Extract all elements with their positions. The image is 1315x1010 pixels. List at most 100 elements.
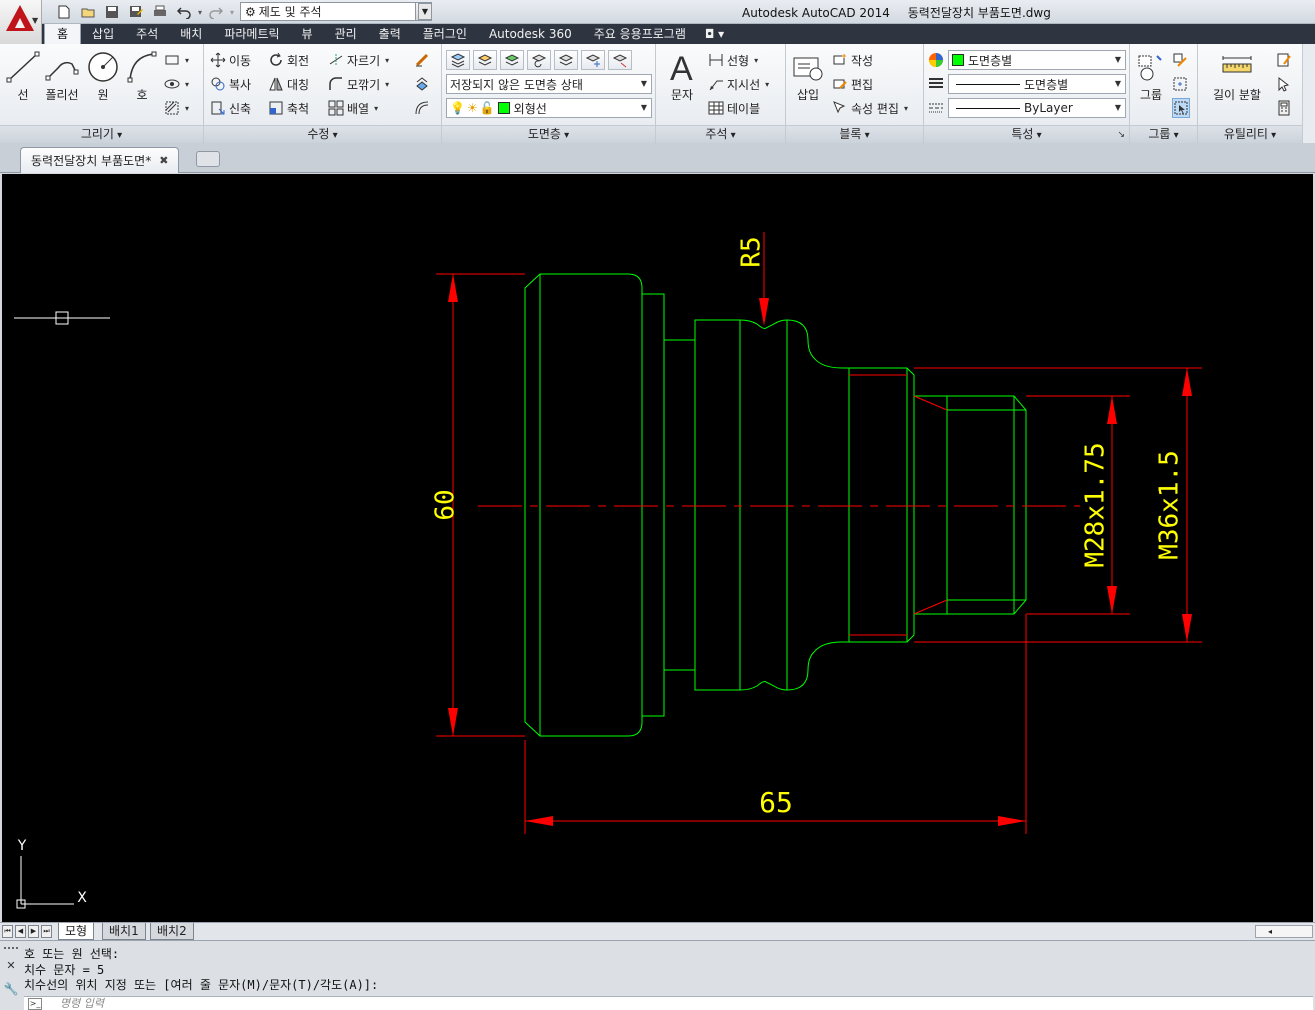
command-input[interactable]: >_ 명령 입력 [24,996,1313,1010]
edit-block-button[interactable]: 편집 [832,74,873,94]
quick-select-button[interactable] [1276,50,1292,70]
panel-title-block[interactable]: 블록 [786,125,923,143]
layer-properties-icon[interactable] [446,50,470,70]
workspace-selector[interactable]: ⚙ 제도 및 주석 ▼ [240,2,432,21]
panel-title-utilities[interactable]: 유틸리티 [1198,125,1302,143]
fillet-button[interactable]: 모깎기▾ [328,74,389,94]
calculator-button[interactable] [1276,98,1292,118]
drawing-svg[interactable]: 60 65 R5 M28x1.75 M36x1.5 Y [2,174,1313,922]
ribbon-scroll-button[interactable] [1302,44,1315,143]
tab-plugins[interactable]: 플러그인 [422,27,467,41]
new-icon[interactable] [54,3,74,21]
application-menu-button[interactable]: ▼ [0,0,42,44]
select-all-button[interactable] [1276,74,1292,94]
layer-state-dropdown[interactable]: 저장되지 않은 도면층 상태 ▼ [446,74,652,94]
open-icon[interactable] [78,3,98,21]
arc-button[interactable]: 호 [122,48,162,106]
layer-previous-icon[interactable] [527,50,551,70]
layer-freeze-icon[interactable] [581,50,605,70]
new-tab-button[interactable] [196,151,220,167]
tab-layout1[interactable]: 배치1 [102,923,146,940]
first-tab-icon[interactable]: ⏮ [2,925,13,938]
last-tab-icon[interactable]: ⏭ [41,925,52,938]
tab-layout[interactable]: 배치 [180,27,203,41]
layer-off-icon[interactable] [608,50,632,70]
rotate-button[interactable]: 회전 [268,50,309,70]
explode-button[interactable] [414,74,430,94]
layer-match-icon[interactable] [500,50,524,70]
hatch-button[interactable]: ▾ [164,74,189,94]
tab-home[interactable]: 홈 [44,24,82,44]
mirror-button[interactable]: 대칭 [268,74,309,94]
circle-button[interactable]: 원 [83,48,123,106]
save-as-icon[interactable] [126,3,146,21]
next-tab-icon[interactable]: ▶ [28,925,39,938]
linear-dim-button[interactable]: 선형▾ [708,50,758,70]
array-button[interactable]: 배열▾ [328,98,378,118]
text-button[interactable]: A 문자 [662,48,702,106]
tab-annotate[interactable]: 주석 [136,27,159,41]
group-selection-toggle[interactable] [1172,98,1190,118]
qat-customize-icon[interactable]: ▼ [418,3,432,20]
current-layer-name: 외형선 [513,101,547,116]
copy-button[interactable]: 복사 [210,74,251,94]
panel-title-layers[interactable]: 도면층 [442,125,655,143]
scale-button[interactable]: 축척 [268,98,309,118]
trim-button[interactable]: 자르기▾ [328,50,389,70]
offset-button[interactable] [414,98,430,118]
line-button[interactable]: 선 [3,48,43,106]
lineweight-dropdown[interactable]: ByLayer ▼ [948,98,1126,118]
save-icon[interactable] [102,3,122,21]
tab-view[interactable]: 뷰 [301,27,313,41]
polyline-button[interactable]: 폴리선 [42,48,82,106]
linetype-dropdown[interactable]: 도면층별 ▼ [948,74,1126,94]
move-button[interactable]: 이동 [210,50,251,70]
group-button[interactable]: 그룹 [1132,48,1170,106]
tab-parametric[interactable]: 파라메트릭 [224,27,280,41]
color-dropdown[interactable]: 도면층별 ▼ [948,50,1126,70]
panel-title-draw[interactable]: 그리기 [0,125,203,143]
layer-make-current-icon[interactable] [473,50,497,70]
match-properties-button[interactable] [928,50,944,70]
panel-launcher-icon[interactable]: ↘ [1117,130,1125,140]
group-edit-button[interactable] [1172,74,1188,94]
edit-attributes-button[interactable]: 속성 편집▾ [832,98,908,118]
file-tab-active[interactable]: 동력전달장치 부품도면* ✖ [20,147,180,173]
pattern-button[interactable]: ▾ [164,98,189,118]
undo-icon[interactable] [174,3,194,21]
plot-icon[interactable] [150,3,170,21]
tab-manage[interactable]: 관리 [334,27,357,41]
tab-layout2[interactable]: 배치2 [150,923,194,940]
leader-button[interactable]: 지시선▾ [708,74,769,94]
tab-output[interactable]: 출력 [378,27,401,41]
stretch-button[interactable]: 신축 [210,98,251,118]
panel-title-annotation[interactable]: 주석 [656,125,785,143]
close-icon[interactable]: ✖ [159,153,169,167]
insert-block-button[interactable]: 삽입 [788,48,828,106]
lineweight-value: ByLayer [1024,101,1073,115]
measure-button[interactable]: 길이 분할 [1206,48,1268,106]
panel-title-groups[interactable]: 그룹 [1130,125,1197,143]
redo-icon[interactable] [206,3,226,21]
erase-button[interactable] [414,50,430,70]
layer-isolate-icon[interactable] [554,50,578,70]
thread-lines [849,374,948,636]
redo-dropdown-icon[interactable]: ▾ [230,7,235,17]
prev-tab-icon[interactable]: ◀ [15,925,26,938]
command-line-grip-icon[interactable]: ✕ 🔧 [2,945,20,1005]
ungroup-button[interactable] [1172,50,1188,70]
ribbon-minimize-icon[interactable]: ◘ ▾ [704,27,725,41]
tab-featured-apps[interactable]: 주요 응용프로그램 [593,27,686,41]
table-button[interactable]: 테이블 [708,98,760,118]
create-block-button[interactable]: 작성 [832,50,873,70]
rectangle-button[interactable]: ▾ [164,50,189,70]
tab-insert[interactable]: 삽입 [92,27,115,41]
panel-title-properties[interactable]: 특성 [924,125,1129,143]
horizontal-scrollbar[interactable]: ◂ [1255,925,1313,938]
tab-autodesk-360[interactable]: Autodesk 360 [488,27,572,41]
layer-dropdown[interactable]: 💡 ☀ 🔓 외형선 ▼ [446,98,652,118]
panel-title-modify[interactable]: 수정 [204,125,441,143]
tab-model[interactable]: 모형 [58,923,95,940]
undo-dropdown-icon[interactable]: ▾ [198,7,203,17]
drawing-canvas[interactable]: 60 65 R5 M28x1.75 M36x1.5 Y [2,174,1313,922]
